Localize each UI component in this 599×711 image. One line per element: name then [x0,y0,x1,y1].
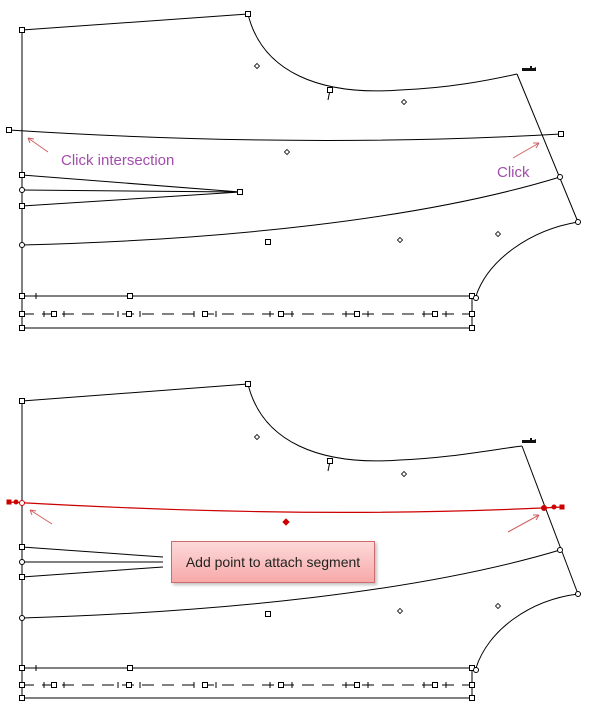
annotation-click-intersection: Click intersection [61,152,175,169]
dart-line-2[interactable] [21,546,164,578]
dart-mid-line [21,189,241,193]
point-markers-top [6,11,581,331]
armhole-curve-2[interactable] [247,383,523,462]
annotation-arrows-top [27,137,540,159]
cursor-hand-icon [522,66,536,71]
pattern-panel-top [8,13,579,329]
callout-text: Add point to attach segment [185,554,361,570]
side-curve-2[interactable] [475,593,579,669]
side-curve[interactable] [475,221,579,297]
outline-right-edge[interactable] [516,73,579,223]
horizontal-guideline[interactable] [8,129,562,141]
waist-curve[interactable] [21,176,561,246]
attached-segment-highlight[interactable] [8,501,563,513]
red-point-markers [6,499,565,526]
annotation-arrows-bottom [29,509,540,533]
outline-right-edge-2[interactable] [521,445,579,595]
cursor-hand-icon-2 [522,438,536,443]
outline-top-edge[interactable] [21,13,249,31]
armhole-curve[interactable] [247,13,518,92]
outline-top-edge-2[interactable] [21,383,249,402]
waist-curve-2[interactable] [21,549,561,619]
callout-add-point: Add point to attach segment [171,541,375,583]
annotation-click: Click [497,164,530,181]
